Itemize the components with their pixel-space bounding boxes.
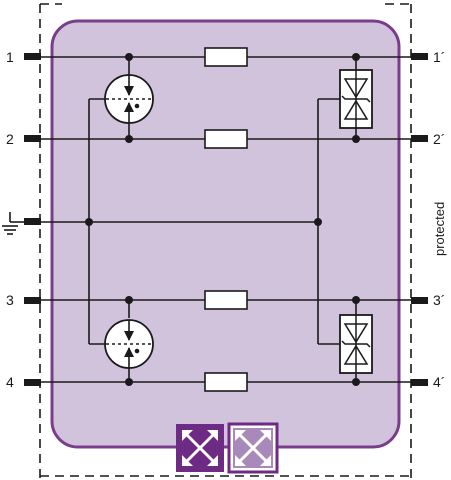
- terminal-4-block: [24, 379, 41, 386]
- dashed-enclosure: [39, 3, 412, 478]
- terminal-label-1: 1: [6, 49, 14, 65]
- terminal-3-block: [24, 297, 41, 304]
- terminal-label-3p: 3´: [433, 292, 445, 308]
- wiring: [41, 56, 411, 383]
- terminal-1-block: [24, 53, 41, 60]
- resistor-icon: [204, 129, 248, 149]
- protected-side-label: protected: [432, 202, 447, 256]
- junction-dots: [85, 53, 360, 386]
- terminal-3p-block: [411, 297, 428, 304]
- terminal-2p-block: [411, 135, 428, 142]
- left-terminals: [24, 53, 41, 386]
- terminal-label-4p: 4´: [433, 374, 445, 390]
- right-terminals: [411, 53, 428, 386]
- terminal-label-3: 3: [6, 292, 14, 308]
- resistor-icon: [204, 372, 248, 392]
- gas-discharge-tube-icon: [104, 74, 154, 124]
- terminal-label-4: 4: [6, 374, 14, 390]
- resistor-icon: [204, 47, 248, 67]
- resistors: [204, 47, 248, 392]
- arrows-cross-icon: [176, 422, 279, 474]
- terminal-1p-block: [411, 53, 428, 60]
- terminal-label-2: 2: [6, 131, 14, 147]
- gas-discharge-tube-icon: [104, 319, 154, 369]
- resistor-icon: [204, 290, 248, 310]
- terminal-2-block: [24, 135, 41, 142]
- tvs-diode-icon: [339, 69, 373, 129]
- tvs-diode-icon: [339, 314, 373, 374]
- terminal-4p-block: [411, 379, 428, 386]
- terminal-label-2p: 2´: [433, 131, 445, 147]
- terminal-label-1p: 1´: [433, 49, 445, 65]
- terminal-ground-block: [24, 218, 41, 225]
- ground-icon: [2, 212, 24, 235]
